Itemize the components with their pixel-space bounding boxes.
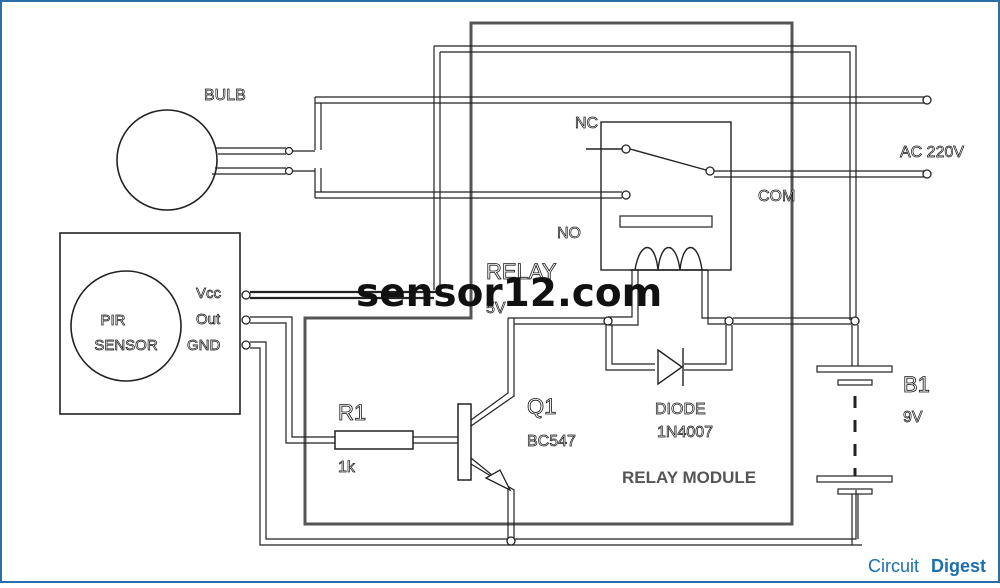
- no-contact: [621, 190, 631, 200]
- label-relay-voltage: 5V: [486, 300, 506, 317]
- vcc-pin: [241, 290, 251, 300]
- out-wire: [250, 316, 335, 444]
- ac-line-top: [315, 96, 925, 104]
- watermark-text: sensor12.com: [356, 271, 662, 316]
- label-bulb: BULB: [204, 87, 246, 104]
- nc-contact: [621, 144, 631, 154]
- r1-to-base: [413, 436, 458, 444]
- label-b1: B1: [903, 372, 930, 397]
- collector-to-coil: [508, 317, 606, 325]
- supply-loop: [434, 45, 857, 320]
- label-diode: DIODE: [655, 401, 706, 418]
- label-vcc: Vcc: [196, 285, 222, 302]
- label-relay: RELAY: [486, 259, 557, 284]
- battery-lead-bottom: [851, 494, 859, 545]
- battery-plate-short-2: [837, 488, 873, 495]
- ac-line-com: [714, 170, 925, 178]
- supply-drop: [433, 46, 441, 290]
- battery-plate-long: [816, 365, 893, 373]
- ground-node: [506, 536, 516, 546]
- diode-right: [684, 325, 733, 371]
- label-no: NO: [557, 225, 581, 242]
- circuitdigest-logo: Circuit Digest: [868, 556, 986, 576]
- relay-coil: [634, 247, 703, 271]
- out-pin: [241, 315, 251, 325]
- label-nc: NC: [575, 115, 598, 132]
- label-b1-value: 9V: [903, 409, 923, 426]
- no-line: [315, 191, 622, 199]
- coil-left-lead: [608, 270, 639, 326]
- ac-terminal-1: [922, 95, 932, 105]
- coil-node-right: [724, 316, 734, 326]
- battery-node: [850, 316, 860, 326]
- gnd-wire: [250, 341, 862, 546]
- gnd-pin: [241, 340, 251, 350]
- battery-plate-short: [837, 379, 873, 386]
- logo-part-b: Digest: [931, 556, 986, 576]
- battery-lead-top: [851, 325, 859, 366]
- label-r1: R1: [338, 400, 366, 425]
- diode-left: [605, 325, 655, 371]
- relay-armature: [619, 215, 713, 228]
- bulb-to-line: [293, 150, 315, 172]
- bulb-lead-a: [215, 147, 286, 155]
- coil-right-lead: [701, 270, 726, 325]
- pir-module: [59, 232, 241, 415]
- label-q1-part: BC547: [527, 433, 576, 450]
- bulb-wire-a: [314, 97, 322, 150]
- label-pir: PIR: [100, 312, 125, 329]
- coil-node-left: [603, 316, 613, 326]
- label-out: Out: [196, 311, 221, 328]
- resistor-r1: [334, 430, 414, 450]
- emitter-arrow: [484, 469, 512, 492]
- label-ac: AC 220V: [900, 144, 964, 161]
- logo-part-a: Circuit: [868, 556, 919, 576]
- relay-switch-arm: [629, 148, 707, 171]
- bulb-lead-b: [212, 167, 286, 175]
- com-contact: [705, 166, 715, 176]
- bulb-wire-b: [314, 168, 322, 198]
- relay-module-box: [303, 21, 794, 526]
- label-com: COM: [758, 188, 795, 205]
- transistor-base-bar: [457, 403, 472, 481]
- label-q1: Q1: [527, 394, 556, 419]
- label-pir-sensor: SENSOR: [94, 337, 158, 354]
- battery-plate-long-2: [816, 475, 893, 483]
- diode-body: [657, 348, 684, 386]
- emitter-lead: [470, 457, 515, 539]
- pir-lens: [70, 270, 182, 382]
- bulb-terminal-1: [284, 146, 294, 156]
- label-r1-value: 1k: [338, 459, 356, 476]
- collector-lead: [470, 318, 515, 427]
- label-gnd: GND: [187, 337, 221, 354]
- bulb-terminal-2: [284, 166, 294, 176]
- bulb-circle: [116, 109, 218, 211]
- label-relay-module: RELAY MODULE: [622, 468, 756, 487]
- to-battery: [733, 317, 852, 325]
- ac-terminal-2: [922, 169, 932, 179]
- label-diode-part: 1N4007: [657, 424, 713, 441]
